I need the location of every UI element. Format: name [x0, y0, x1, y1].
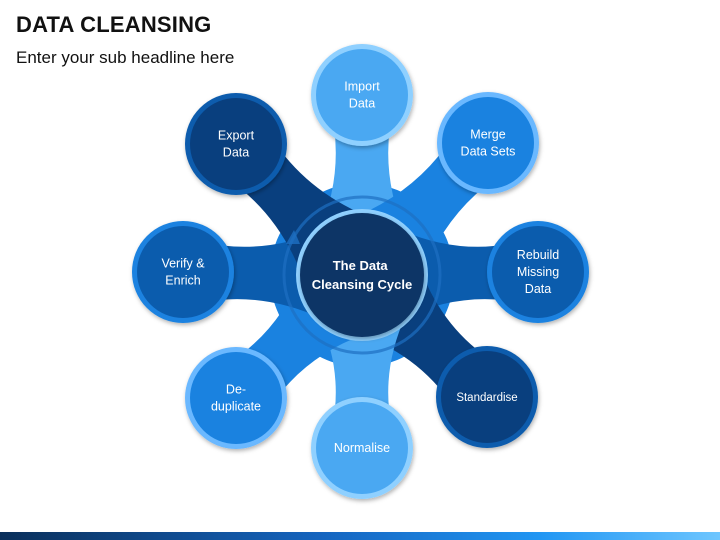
- node-label-line: Data: [223, 146, 249, 160]
- page-title: DATA CLEANSING: [16, 12, 212, 37]
- cycle-node: Normalise: [311, 397, 413, 499]
- node-label-line: Enrich: [165, 274, 200, 288]
- center-label-line-2: Cleansing Cycle: [312, 277, 412, 292]
- bottom-accent-bar: [0, 532, 720, 540]
- node-label-line: Data: [349, 97, 375, 111]
- node-label-line: Data: [525, 282, 551, 296]
- node-label-line: duplicate: [211, 400, 261, 414]
- svg-text:The Data Cleansing Cycle: The Data Cleansing Cycle: [312, 258, 412, 292]
- cycle-node: Verify & Enrich: [132, 221, 234, 323]
- cycle-node: De-duplicate: [185, 347, 287, 449]
- node-label-line: Import: [344, 80, 380, 94]
- center-label-line-1: The Data: [333, 258, 389, 273]
- node-circle: [442, 97, 534, 189]
- node-circle: [316, 402, 408, 494]
- node-circle: [190, 352, 282, 444]
- page-subtitle: Enter your sub headline here: [16, 48, 235, 67]
- node-label-line: De-: [226, 383, 246, 397]
- cycle-ring: [282, 195, 442, 355]
- cycle-arrow-icon: [286, 230, 300, 244]
- node-label-line: Export: [218, 129, 255, 143]
- node-label: Verify & Enrich: [161, 257, 205, 288]
- node-label-line: Verify &: [161, 257, 205, 271]
- node-circle: [190, 98, 282, 190]
- center-node: The Data Cleansing Cycle: [296, 209, 428, 341]
- node-label-line: Merge: [470, 128, 505, 142]
- node-label: De-duplicate: [211, 383, 261, 414]
- node-label-line: Rebuild: [517, 248, 559, 262]
- node-label-line: Normalise: [334, 441, 390, 455]
- node-label: Standardise: [456, 392, 517, 404]
- node-label-line: Missing: [517, 265, 559, 279]
- node-label-line: Standardise: [456, 392, 517, 404]
- node-label: Normalise: [334, 441, 390, 455]
- node-circle: [316, 49, 408, 141]
- node-circle: [441, 351, 533, 443]
- node-circle: [137, 226, 229, 318]
- node-circle: [492, 226, 584, 318]
- cycle-node: Standardise: [436, 346, 538, 448]
- node-label-line: Data Sets: [461, 145, 516, 159]
